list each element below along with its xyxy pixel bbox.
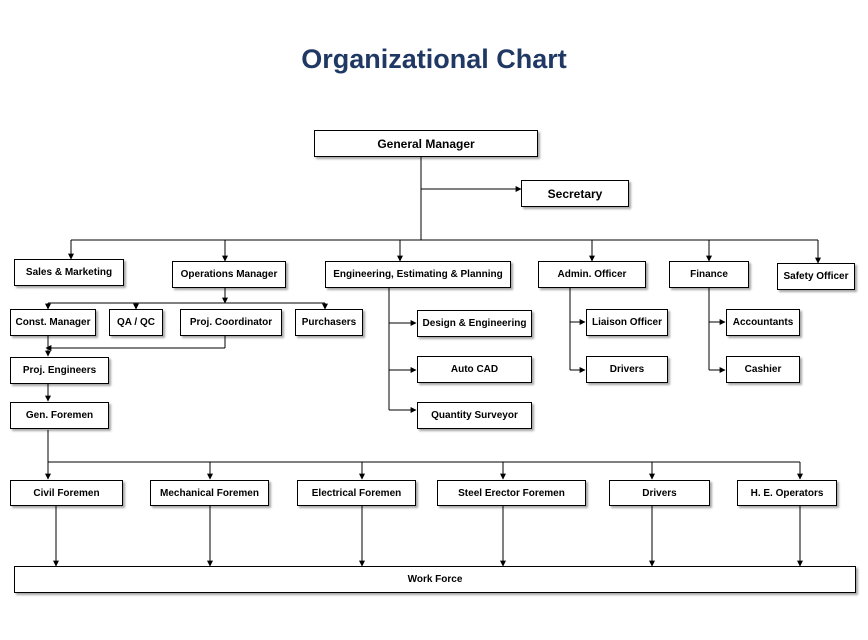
node-design-engineering: Design & Engineering xyxy=(417,310,532,337)
node-proj-engineers: Proj. Engineers xyxy=(10,357,109,384)
node-purchasers: Purchasers xyxy=(295,309,363,336)
node-he-operators: H. E. Operators xyxy=(737,480,837,506)
node-finance: Finance xyxy=(669,261,749,288)
node-electrical-foremen: Electrical Foremen xyxy=(297,480,416,506)
node-liaison-officer: Liaison Officer xyxy=(586,309,668,336)
node-drivers-admin: Drivers xyxy=(586,356,668,383)
node-quantity-surveyor: Quantity Surveyor xyxy=(417,402,532,429)
node-sales-marketing: Sales & Marketing xyxy=(14,259,124,286)
node-safety-officer: Safety Officer xyxy=(777,263,855,290)
node-engineering: Engineering, Estimating & Planning xyxy=(325,261,511,288)
node-auto-cad: Auto CAD xyxy=(417,356,532,383)
node-proj-coordinator: Proj. Coordinator xyxy=(180,309,282,336)
node-secretary: Secretary xyxy=(521,180,629,207)
node-const-manager: Const. Manager xyxy=(10,309,96,336)
node-operations-manager: Operations Manager xyxy=(172,261,286,288)
page-title: Organizational Chart xyxy=(301,44,567,74)
node-drivers: Drivers xyxy=(609,480,710,506)
node-cashier: Cashier xyxy=(726,356,800,383)
node-gen-foremen: Gen. Foremen xyxy=(10,402,109,429)
node-steel-erector-foremen: Steel Erector Foremen xyxy=(437,480,586,506)
node-admin-officer: Admin. Officer xyxy=(538,261,646,288)
node-civil-foremen: Civil Foremen xyxy=(10,480,123,506)
node-work-force: Work Force xyxy=(14,566,856,593)
node-general-manager: General Manager xyxy=(314,130,538,157)
node-qa-qc: QA / QC xyxy=(109,309,163,336)
node-accountants: Accountants xyxy=(726,309,800,336)
node-mechanical-foremen: Mechanical Foremen xyxy=(150,480,269,506)
